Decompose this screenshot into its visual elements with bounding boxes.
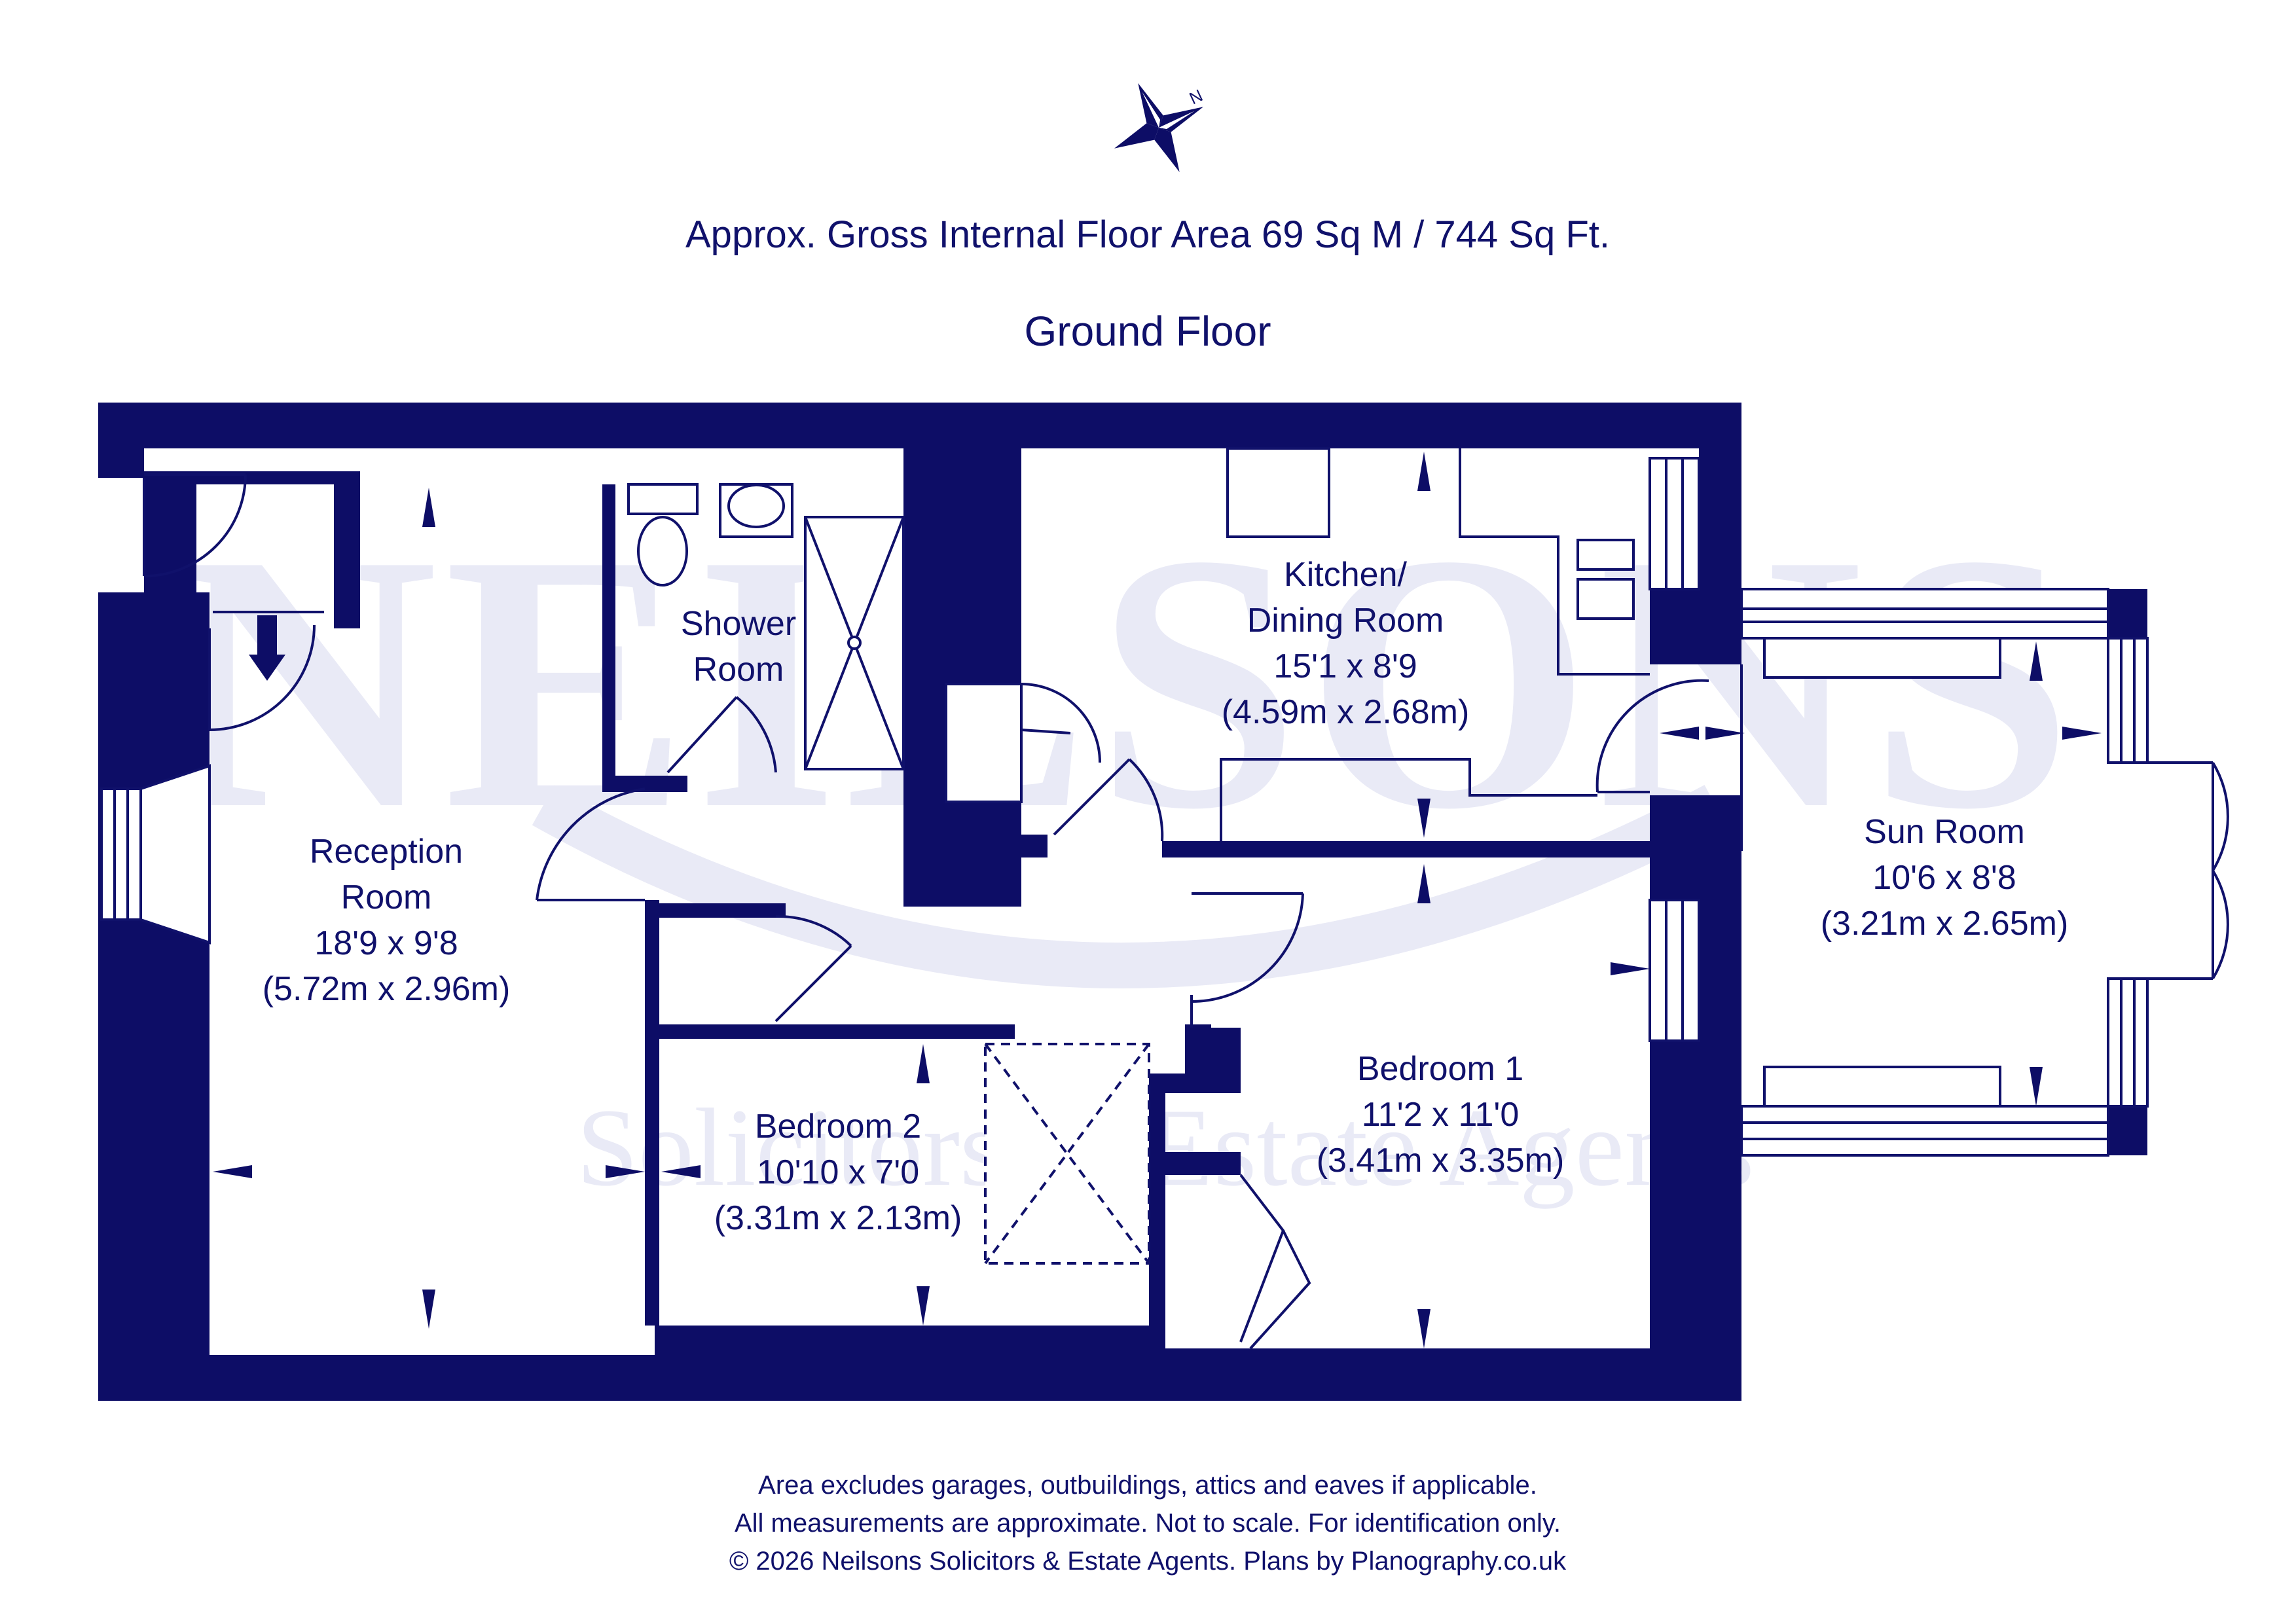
wc-bowl-icon: [637, 516, 688, 586]
wc-cistern: [627, 483, 699, 515]
sun-room-name: Sun Room: [1864, 813, 2025, 851]
compass-rose-icon: [1114, 83, 1203, 172]
kitchen-imperial: 15'1 x 8'9: [1273, 647, 1417, 685]
shower-name-line2: Room: [693, 651, 784, 689]
kitchen-unit-top: [1226, 447, 1330, 538]
area-heading: Approx. Gross Internal Floor Area 69 Sq …: [685, 213, 1610, 256]
room-label-kitchen: Kitchen/ Dining Room 15'1 x 8'9 (4.59m x…: [1222, 556, 1470, 731]
floor-title: Ground Floor: [1024, 308, 1271, 355]
staircase-hatch: [984, 1043, 1150, 1265]
windows: [100, 457, 1700, 1042]
hob-icon: [1576, 539, 1635, 571]
bedroom2-imperial: 10'10 x 7'0: [757, 1153, 919, 1191]
watermark-brand: NEILSONS: [173, 479, 2079, 885]
room-label-sun-room: Sun Room 10'6 x 8'8 (3.21m x 2.65m): [1821, 813, 2069, 943]
walls: [98, 403, 2147, 1401]
room-label-bedroom2: Bedroom 2 10'10 x 7'0 (3.31m x 2.13m): [714, 1108, 962, 1237]
kitchen-name-line2: Dining Room: [1247, 602, 1444, 640]
bedroom1-imperial: 11'2 x 11'0: [1362, 1096, 1520, 1134]
sink-icon: [1576, 578, 1635, 620]
doors: [143, 473, 1709, 1350]
room-label-bedroom1: Bedroom 1 11'2 x 11'0 (3.41m x 3.35m): [1317, 1050, 1565, 1180]
bedroom1-window: [1649, 899, 1700, 1042]
footer-line-3: © 2026 Neilsons Solicitors & Estate Agen…: [729, 1547, 1567, 1576]
reception-name-line1: Reception: [310, 833, 463, 871]
reception-window: [100, 787, 142, 921]
footer-line-2: All measurements are approximate. Not to…: [735, 1509, 1561, 1538]
shower-name-line1: Shower: [681, 605, 796, 643]
bedroom1-name: Bedroom 1: [1357, 1050, 1523, 1088]
reception-metric: (5.72m x 2.96m): [263, 970, 511, 1008]
basin-icon: [727, 484, 785, 528]
shower-drain-icon: [847, 636, 862, 650]
footer-notes: Area excludes garages, outbuildings, att…: [729, 1471, 1567, 1576]
sun-room-imperial: 10'6 x 8'8: [1872, 859, 2016, 897]
compass-north-label: N: [1186, 85, 1206, 108]
sun-room-structure: [1740, 588, 2229, 1157]
kitchen-metric: (4.59m x 2.68m): [1222, 693, 1470, 731]
kitchen-name-line1: Kitchen/: [1284, 556, 1407, 594]
sun-room-metric: (3.21m x 2.65m): [1821, 905, 2069, 943]
reception-imperial: 18'9 x 9'8: [314, 924, 458, 962]
watermark-swoosh: [532, 785, 1726, 988]
room-label-reception: Reception Room 18'9 x 9'8 (5.72m x 2.96m…: [263, 833, 511, 1008]
reception-name-line2: Room: [341, 878, 432, 916]
dimension-arrows: [213, 452, 2102, 1348]
bedroom1-metric: (3.41m x 3.35m): [1317, 1142, 1565, 1180]
kitchen-window: [1649, 457, 1700, 590]
room-label-shower: Shower Room: [681, 605, 796, 689]
fixtures: [627, 447, 1650, 1265]
bedroom2-name: Bedroom 2: [755, 1108, 921, 1146]
bedroom2-metric: (3.31m x 2.13m): [714, 1199, 962, 1237]
kitchen-cupboard: [945, 683, 1023, 803]
footer-line-1: Area excludes garages, outbuildings, att…: [758, 1471, 1537, 1500]
